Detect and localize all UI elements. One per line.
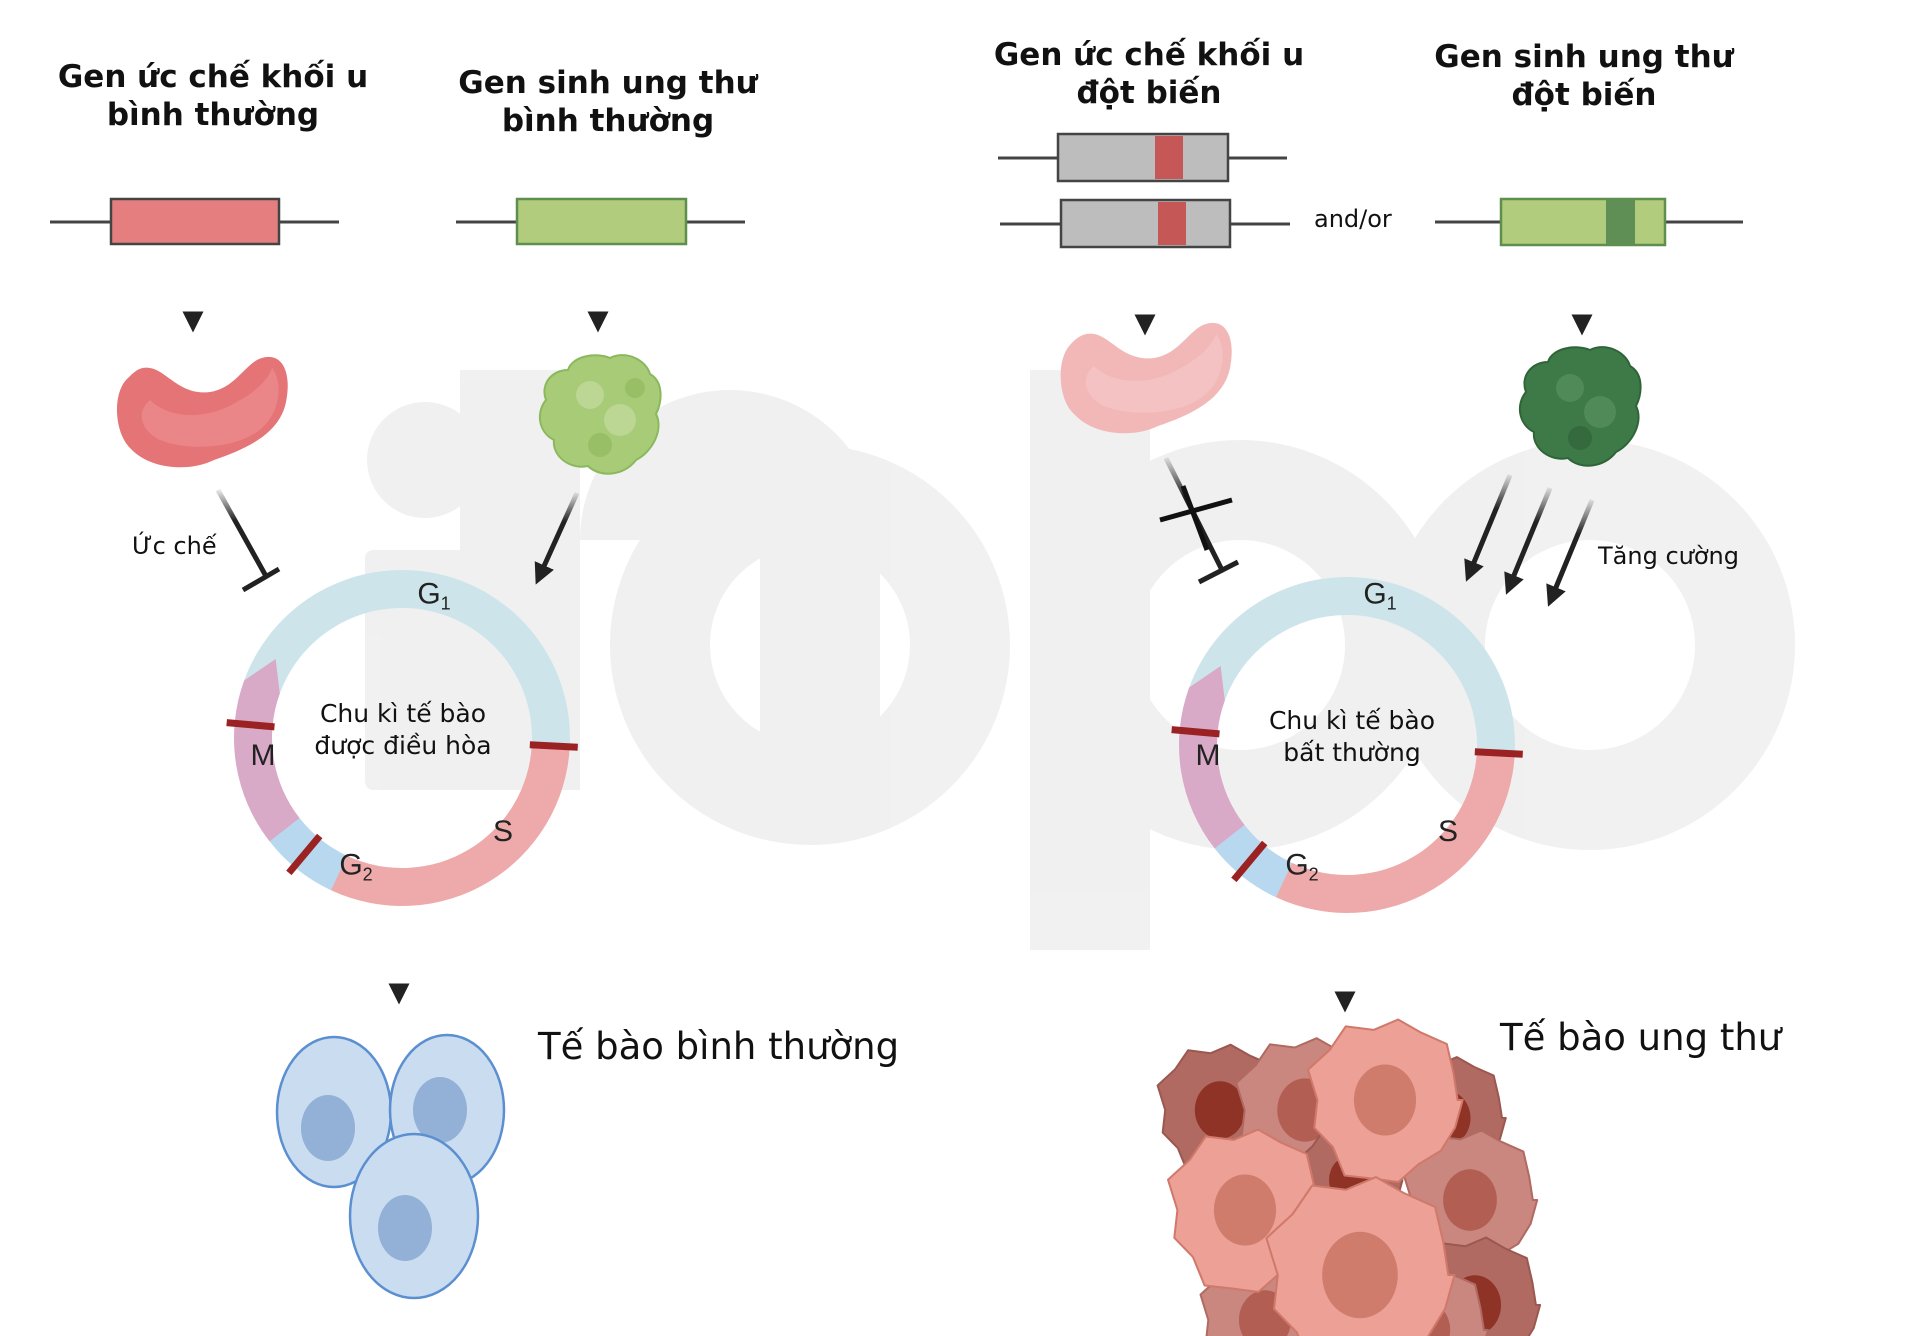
tumor-suppressor-protein-mutated [1060, 322, 1232, 434]
andor-label: and/or [1314, 205, 1392, 233]
checkpoint-marker [1231, 840, 1268, 883]
cycle-center-label-regulated: Chu kì tế bào được điều hòa [314, 699, 492, 760]
phase-g1-arc [244, 569, 570, 777]
title-tumor-suppressor-normal: Gen ức chế khối u bình thường [57, 59, 369, 133]
phase-m-arc [233, 659, 300, 842]
phase-s-arc [312, 744, 570, 906]
title-oncogene-mutated: Gen sinh ung thư đột biến [1434, 39, 1734, 113]
phase-s-label: S [492, 815, 514, 848]
normal-cell [348, 1132, 480, 1300]
enhance-label: Tăng cường [1598, 542, 1739, 570]
blocked-inhibition-symbol [1159, 456, 1240, 585]
tumor-suppressor-gene-mutated-1 [998, 132, 1287, 183]
phase-m-label: M [250, 739, 276, 772]
checkpoint-marker [1171, 726, 1220, 738]
phase-g1-arc [1189, 576, 1516, 784]
phase-m-arc [1178, 666, 1245, 849]
phase-s-arc [1257, 751, 1515, 913]
phase-g2-label: G2 [339, 848, 373, 885]
inhibition-symbol [215, 488, 281, 593]
title-oncogene-normal: Gen sinh ung thư bình thường [458, 65, 758, 139]
tumor-suppressor-protein [116, 356, 288, 468]
phase-s-label: S [1437, 815, 1459, 848]
checkpoint-marker [1474, 748, 1523, 758]
normal-cells [275, 1033, 506, 1300]
cell-cycle-abnormal [1171, 576, 1523, 913]
oncoprotein-mutated [1518, 346, 1642, 467]
checkpoint-marker [286, 833, 323, 876]
oncogene-normal [456, 197, 745, 246]
enhance-arrows [1464, 474, 1595, 607]
title-tumor-suppressor-mutated: Gen ức chế khối u đột biến [993, 37, 1305, 111]
tumor-suppressor-gene-mutated-2 [1000, 198, 1290, 249]
cancer-cells-label: Tế bào ung thư [1500, 1016, 1782, 1059]
cancer-cell [1265, 1176, 1456, 1336]
cell-cycle-regulated [226, 569, 578, 906]
checkpoint-marker [529, 741, 578, 751]
phase-m-label: M [1195, 739, 1221, 772]
phase-g1-label: G1 [1363, 577, 1397, 614]
cancer-cells [1156, 1018, 1542, 1336]
oncoprotein [538, 354, 662, 475]
phase-g2-label: G2 [1285, 848, 1319, 885]
oncogene-mutated [1435, 197, 1743, 247]
tumor-suppressor-gene-normal [50, 197, 339, 246]
checkpoint-marker [226, 719, 275, 731]
cross-mark-icon [1180, 485, 1210, 551]
arrow-oncoprotein-to-cycle [534, 491, 580, 585]
inhibit-label: Ức chế [132, 532, 217, 560]
normal-cells-label: Tế bào bình thường [538, 1025, 900, 1068]
cycle-center-label-abnormal: Chu kì tế bào bất thường [1268, 706, 1436, 767]
cancer-cell [1307, 1018, 1464, 1183]
phase-g1-label: G1 [417, 577, 451, 614]
